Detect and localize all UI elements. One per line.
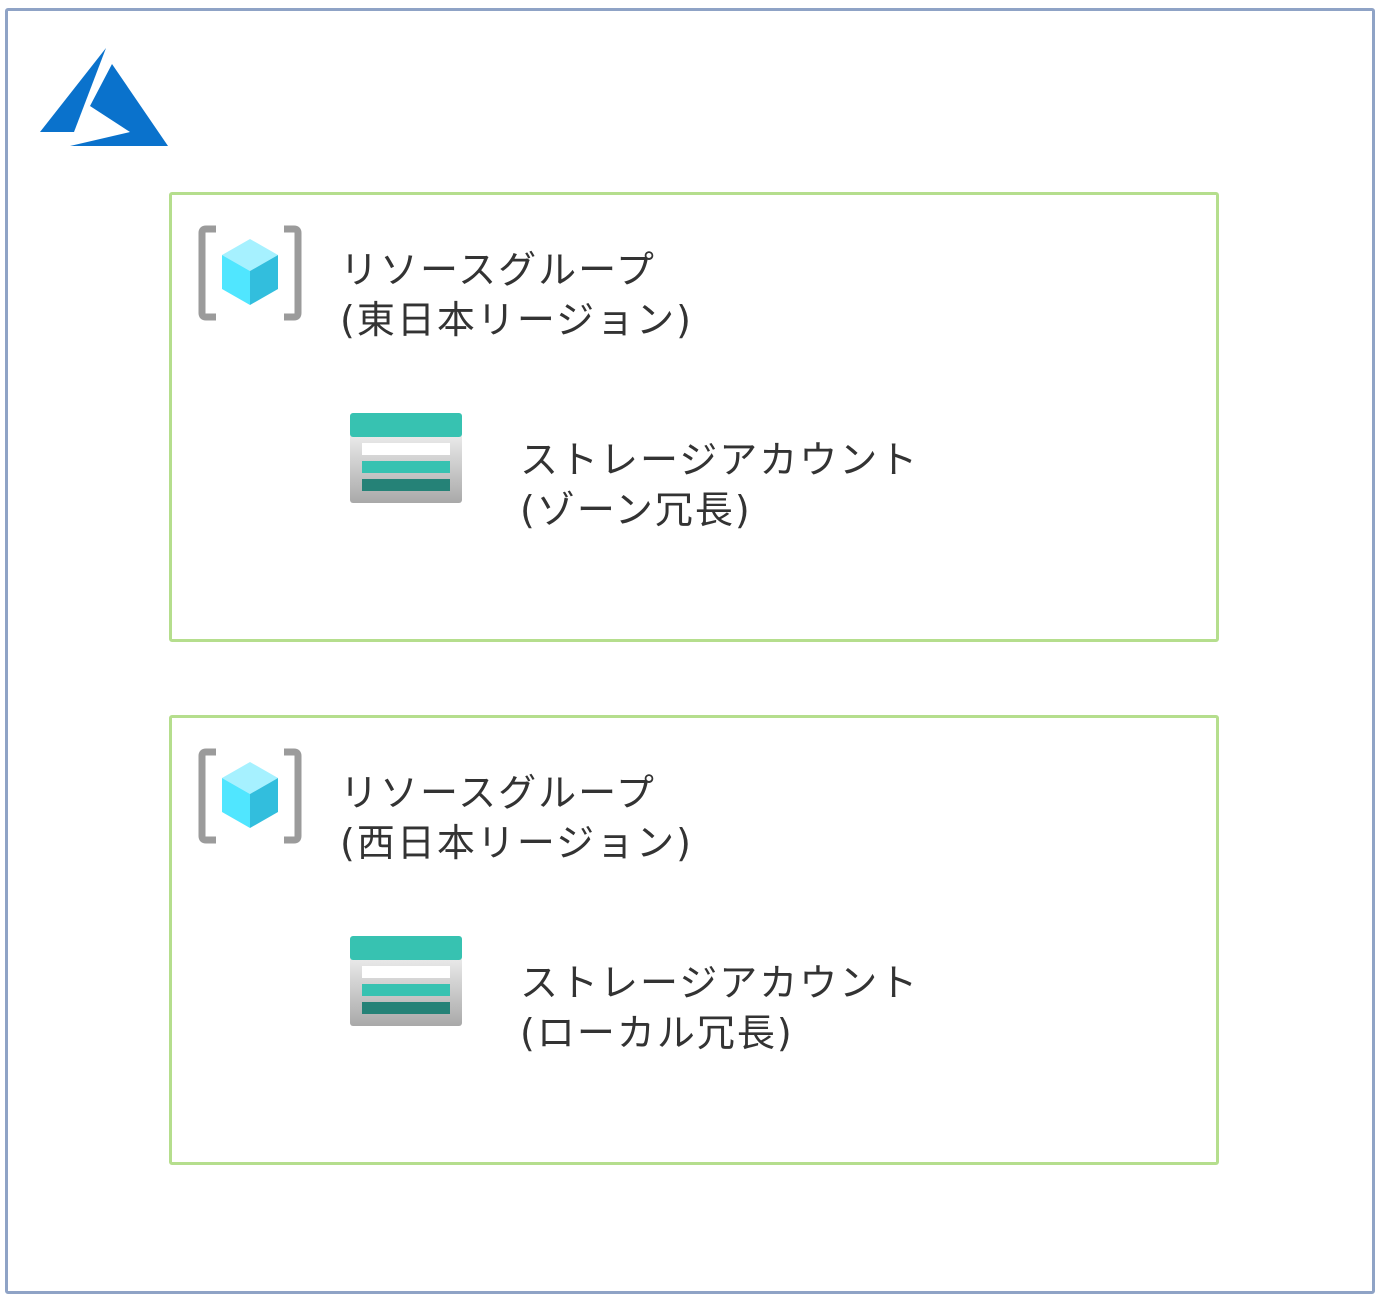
resource-group-east[interactable]: リソースグループ (東日本リージョン) ストレージアカウント (ゾーン冗長) xyxy=(169,192,1219,642)
storage-account-label: ストレージアカウント (ローカル冗長) xyxy=(520,958,919,1058)
azure-logo-icon xyxy=(40,48,168,146)
resource-group-region: (西日本リージョン) xyxy=(340,821,693,865)
storage-account-icon xyxy=(350,413,462,503)
storage-account-icon xyxy=(350,936,462,1026)
storage-account-redundancy: (ゾーン冗長) xyxy=(520,488,752,532)
storage-account-redundancy: (ローカル冗長) xyxy=(520,1011,794,1055)
storage-account-label: ストレージアカウント (ゾーン冗長) xyxy=(520,435,919,535)
resource-group-region: (東日本リージョン) xyxy=(340,298,693,342)
resource-group-west[interactable]: リソースグループ (西日本リージョン) ストレージアカウント (ローカル冗長) xyxy=(169,715,1219,1165)
resource-group-title: リソースグループ xyxy=(340,771,656,815)
azure-cloud-frame xyxy=(5,8,1375,1294)
storage-account-title: ストレージアカウント xyxy=(520,438,920,482)
resource-group-icon xyxy=(198,748,302,844)
resource-group-icon xyxy=(198,225,302,321)
resource-group-label: リソースグループ (東日本リージョン) xyxy=(340,245,693,345)
resource-group-title: リソースグループ xyxy=(340,248,656,292)
storage-account-title: ストレージアカウント xyxy=(520,961,920,1005)
resource-group-label: リソースグループ (西日本リージョン) xyxy=(340,768,693,868)
